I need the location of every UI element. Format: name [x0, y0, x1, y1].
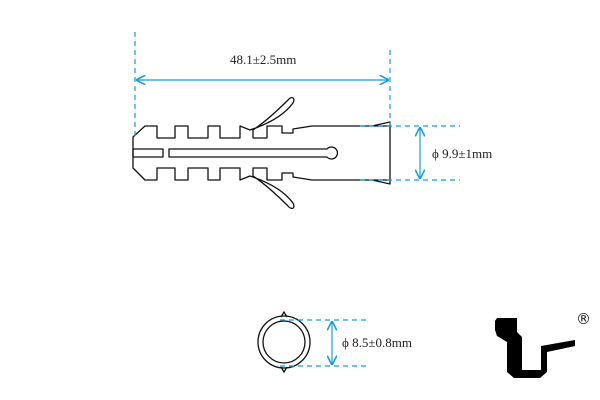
wall-anchor-side-view [132, 96, 391, 210]
inner-diameter-dimension [280, 319, 370, 367]
outer-diameter-label: ϕ 9.9±1mm [432, 146, 493, 161]
brand-logo [495, 318, 575, 378]
registered-mark: ® [576, 310, 591, 328]
outer-diameter-dimension [360, 125, 460, 181]
length-label: 48.1±2.5mm [230, 52, 297, 67]
inner-diameter-label: ϕ 8.5±0.8mm [342, 335, 412, 350]
anchor-end-view [257, 310, 311, 374]
length-dimension [134, 32, 391, 140]
